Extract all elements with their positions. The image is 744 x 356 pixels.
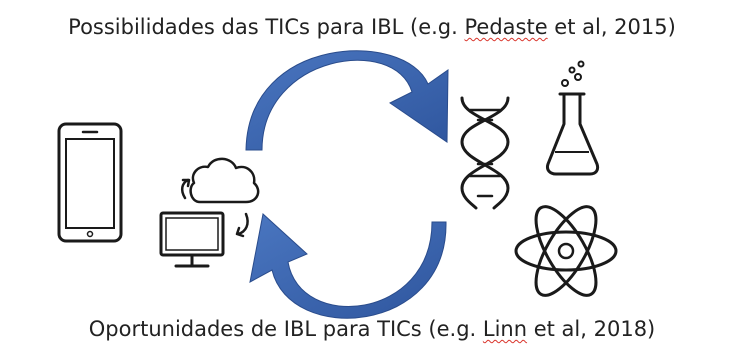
- monitor-icon: [159, 211, 225, 268]
- bottom-arrow: [249, 213, 447, 319]
- dna-icon: [460, 96, 510, 210]
- bottom-caption-text-end: et al, 2018): [527, 317, 656, 341]
- bottom-caption: Oportunidades de IBL para TICs (e.g. Lin…: [0, 316, 744, 342]
- top-arrow: [245, 50, 449, 151]
- top-caption-text: Possibilidades das TICs para IBL (e.g.: [68, 15, 465, 39]
- cloud-sync-icon: [180, 157, 260, 238]
- tablet-icon: [57, 122, 123, 243]
- bottom-caption-flagged-word: Linn: [482, 317, 528, 341]
- top-caption-flagged-word: Pedaste: [464, 15, 548, 39]
- flask-icon: [546, 60, 600, 176]
- top-caption: Possibilidades das TICs para IBL (e.g. P…: [0, 14, 744, 40]
- bottom-caption-text: Oportunidades de IBL para TICs (e.g.: [88, 317, 483, 341]
- atom-icon: [514, 205, 618, 297]
- top-caption-text-end: et al, 2015): [547, 15, 676, 39]
